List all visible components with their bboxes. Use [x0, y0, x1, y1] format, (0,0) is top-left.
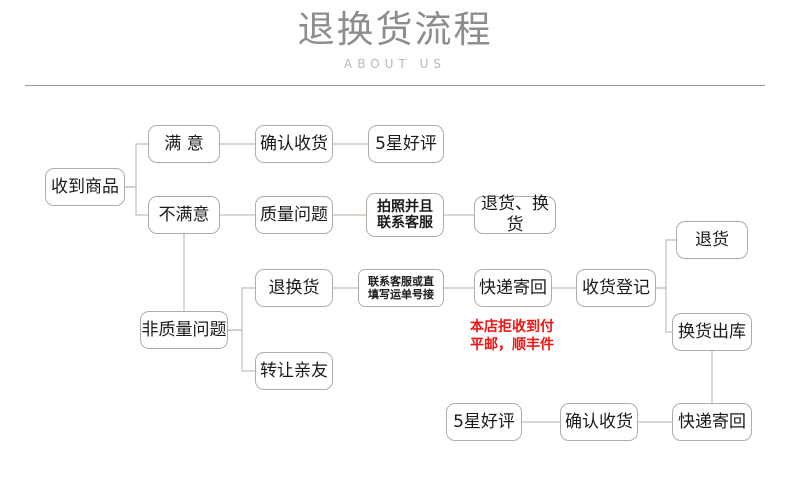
page-title: 退换货流程 [297, 8, 493, 51]
flow-node-return-exchange-result: 退货、换货 [474, 194, 556, 235]
connector-non-quality-to-return-goods [228, 287, 255, 331]
connector-received-to-dissatisfied [125, 186, 148, 216]
connector-non-quality-to-transfer-friend [228, 329, 255, 372]
flow-node-five-star-top: 5星好评 [368, 125, 444, 163]
flow-node-express-back-bottom: 快递寄回 [672, 403, 752, 441]
flow-node-return-right: 退货 [676, 221, 748, 259]
flow-node-confirm-top: 确认收货 [255, 125, 333, 163]
flow-node-receipt-register: 收货登记 [576, 269, 656, 307]
connector-layer [125, 143, 713, 423]
connector-received-to-satisfied [125, 143, 148, 188]
page-subtitle: ABOUT US [343, 57, 446, 71]
page-header: 退换货流程 ABOUT US [0, 0, 790, 92]
flow-node-transfer-friend: 转让亲友 [255, 352, 333, 390]
flow-node-satisfied: 满 意 [148, 125, 220, 163]
flow-node-quality-issue: 质量问题 [255, 196, 333, 234]
flow-node-contact-or-fill: 联系客服或直 填写运单号接 [358, 269, 444, 307]
flow-node-dissatisfied: 不满意 [148, 196, 220, 234]
flow-node-confirm-bottom: 确认收货 [560, 403, 638, 441]
warning-note-cod-warning: 本店拒收到付 平邮，顺丰件 [470, 319, 554, 353]
flow-node-express-back-mid: 快递寄回 [474, 269, 552, 307]
flow-node-non-quality: 非质量问题 [140, 311, 228, 349]
flow-node-received: 收到商品 [45, 168, 125, 206]
connector-receipt-register-to-exchange-out [656, 287, 672, 333]
flow-node-exchange-out: 换货出库 [672, 313, 752, 351]
flow-node-return-goods: 退换货 [255, 269, 333, 307]
connector-receipt-register-to-return-right [656, 239, 676, 289]
flow-node-photo-contact: 拍照并且 联系客服 [366, 193, 444, 237]
flow-node-five-star-bottom: 5星好评 [446, 403, 522, 441]
header-divider [25, 85, 765, 86]
